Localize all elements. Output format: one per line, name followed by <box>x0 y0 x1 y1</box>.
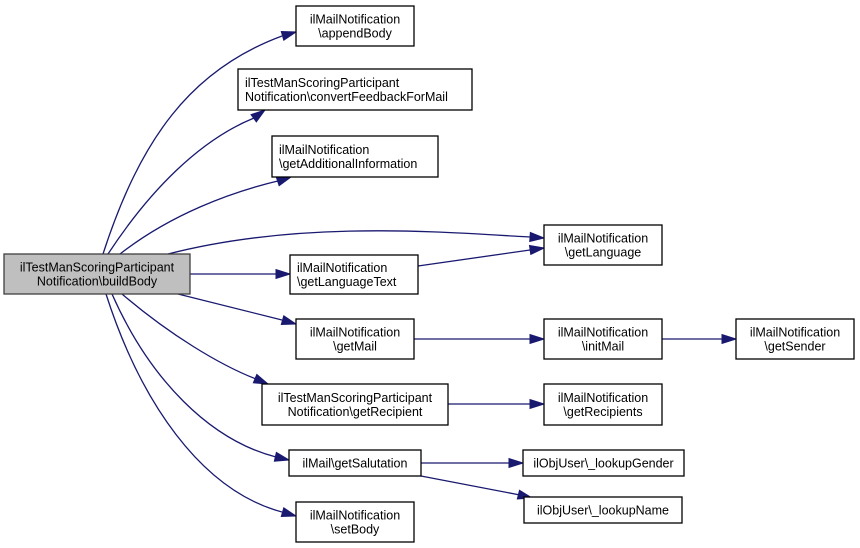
node-box <box>543 383 663 426</box>
node-label-line: ilMailNotification <box>279 143 369 157</box>
arrowhead-icon <box>529 398 546 410</box>
node-label-line: ilMailNotification <box>750 326 840 340</box>
edge-line <box>105 293 283 513</box>
node-label-line: Notification\getRecipient <box>288 405 423 419</box>
edge-getRecipient-to-getRecipients <box>448 398 546 410</box>
arrowhead-icon <box>280 30 298 41</box>
arrowhead-icon <box>252 373 270 385</box>
node-label-line: ilMailNotification <box>310 509 400 523</box>
node-box <box>289 254 419 295</box>
arrowhead-icon <box>273 451 291 462</box>
node-getSender[interactable]: ilMailNotification\getSender <box>735 318 855 360</box>
edge-buildBody-to-getRecipient <box>121 293 270 385</box>
node-box <box>295 318 415 360</box>
node-box <box>522 449 685 477</box>
node-label-line: \getSender <box>764 340 825 354</box>
node-buildBody[interactable]: ilTestManScoringParticipantNotification\… <box>3 253 191 295</box>
node-box <box>523 496 683 524</box>
arrowhead-icon <box>280 507 298 518</box>
edge-buildBody-to-appendBody <box>102 30 298 255</box>
node-label-line: \appendBody <box>318 27 392 41</box>
node-lookupGender[interactable]: ilObjUser\_lookupGender <box>522 449 685 477</box>
node-box <box>271 135 439 178</box>
node-box <box>288 449 422 477</box>
edge-buildBody-to-getAdditionalInformation <box>119 176 293 255</box>
nodes: ilTestManScoringParticipantNotification\… <box>3 5 855 543</box>
node-label-line: ilMailNotification <box>297 261 387 275</box>
node-getRecipient[interactable]: ilTestManScoringParticipantNotification\… <box>261 383 449 426</box>
node-box <box>735 318 855 360</box>
arrowhead-icon <box>529 231 546 243</box>
edge-getLanguageText-to-getLanguage <box>417 244 546 267</box>
edge-initMail-to-getSender <box>662 333 738 345</box>
arrowhead-icon <box>529 333 546 345</box>
arrowhead-icon <box>275 268 292 280</box>
node-label-line: ilMailNotification <box>310 13 400 27</box>
edge-buildBody-to-getMail <box>177 293 298 326</box>
node-label-line: \getLanguageText <box>297 275 397 289</box>
arrowhead-icon <box>528 244 546 256</box>
node-getLanguageText[interactable]: ilMailNotification\getLanguageText <box>289 254 419 295</box>
edge-getSalutation-to-lookupGender <box>421 457 525 469</box>
node-label-line: ilMail\getSalutation <box>303 457 408 471</box>
node-box <box>295 501 415 543</box>
node-box <box>261 383 449 426</box>
edge-getMail-to-initMail <box>414 333 546 345</box>
node-label-line: ilObjUser\_lookupGender <box>533 457 673 471</box>
node-appendBody[interactable]: ilMailNotification\appendBody <box>295 5 415 47</box>
node-label-line: \getLanguage <box>565 246 642 260</box>
edge-line <box>102 35 283 255</box>
node-box <box>543 318 663 360</box>
node-getAdditionalInformation[interactable]: ilMailNotification\getAdditionalInformat… <box>271 135 439 178</box>
edge-line <box>119 179 283 255</box>
edge-getSalutation-to-lookupName <box>420 475 534 500</box>
arrowhead-icon <box>721 333 738 345</box>
node-box <box>3 253 191 295</box>
node-box <box>295 5 415 47</box>
edge-line <box>121 293 257 380</box>
edge-line <box>107 117 255 255</box>
node-getMail[interactable]: ilMailNotification\getMail <box>295 318 415 360</box>
edge-line <box>111 293 277 458</box>
node-label-line: ilObjUser\_lookupName <box>537 504 669 518</box>
arrowhead-icon <box>250 109 267 123</box>
edges <box>102 30 738 518</box>
node-label-line: ilMailNotification <box>558 391 648 405</box>
arrowhead-icon <box>280 315 298 326</box>
edge-buildBody-to-convertFeedbackForMail <box>107 109 267 255</box>
edge-line <box>420 475 521 496</box>
edge-buildBody-to-getLanguage <box>167 230 546 255</box>
node-label-line: \getRecipients <box>563 405 642 419</box>
node-label-line: \getMail <box>333 340 377 354</box>
edge-buildBody-to-setBody <box>105 293 298 518</box>
node-label-line: \getAdditionalInformation <box>279 157 417 171</box>
node-lookupName[interactable]: ilObjUser\_lookupName <box>523 496 683 524</box>
arrowhead-icon <box>508 457 525 469</box>
node-setBody[interactable]: ilMailNotification\setBody <box>295 501 415 543</box>
node-getRecipients[interactable]: ilMailNotification\getRecipients <box>543 383 663 426</box>
node-label-line: ilTestManScoringParticipant <box>20 261 175 275</box>
arrowhead-icon <box>275 176 293 187</box>
edge-buildBody-to-getLanguageText <box>190 268 292 280</box>
node-label-line: ilTestManScoringParticipant <box>245 76 400 90</box>
node-label-line: ilMailNotification <box>558 232 648 246</box>
node-getSalutation[interactable]: ilMail\getSalutation <box>288 449 422 477</box>
node-getLanguage[interactable]: ilMailNotification\getLanguage <box>543 224 663 266</box>
node-label-line: ilTestManScoringParticipant <box>278 391 433 405</box>
edge-line <box>417 249 531 267</box>
node-box <box>543 224 663 266</box>
node-label-line: Notification\convertFeedbackForMail <box>245 90 448 104</box>
edge-line <box>177 293 283 321</box>
node-label-line: Notification\buildBody <box>37 275 158 289</box>
node-initMail[interactable]: ilMailNotification\initMail <box>543 318 663 360</box>
node-box <box>237 68 473 111</box>
node-label-line: \initMail <box>582 340 624 354</box>
node-label-line: \setBody <box>331 523 380 537</box>
node-label-line: ilMailNotification <box>310 326 400 340</box>
edge-buildBody-to-getSalutation <box>111 293 291 462</box>
node-label-line: ilMailNotification <box>558 326 648 340</box>
node-convertFeedbackForMail[interactable]: ilTestManScoringParticipantNotification\… <box>237 68 473 111</box>
edge-line <box>167 230 531 255</box>
